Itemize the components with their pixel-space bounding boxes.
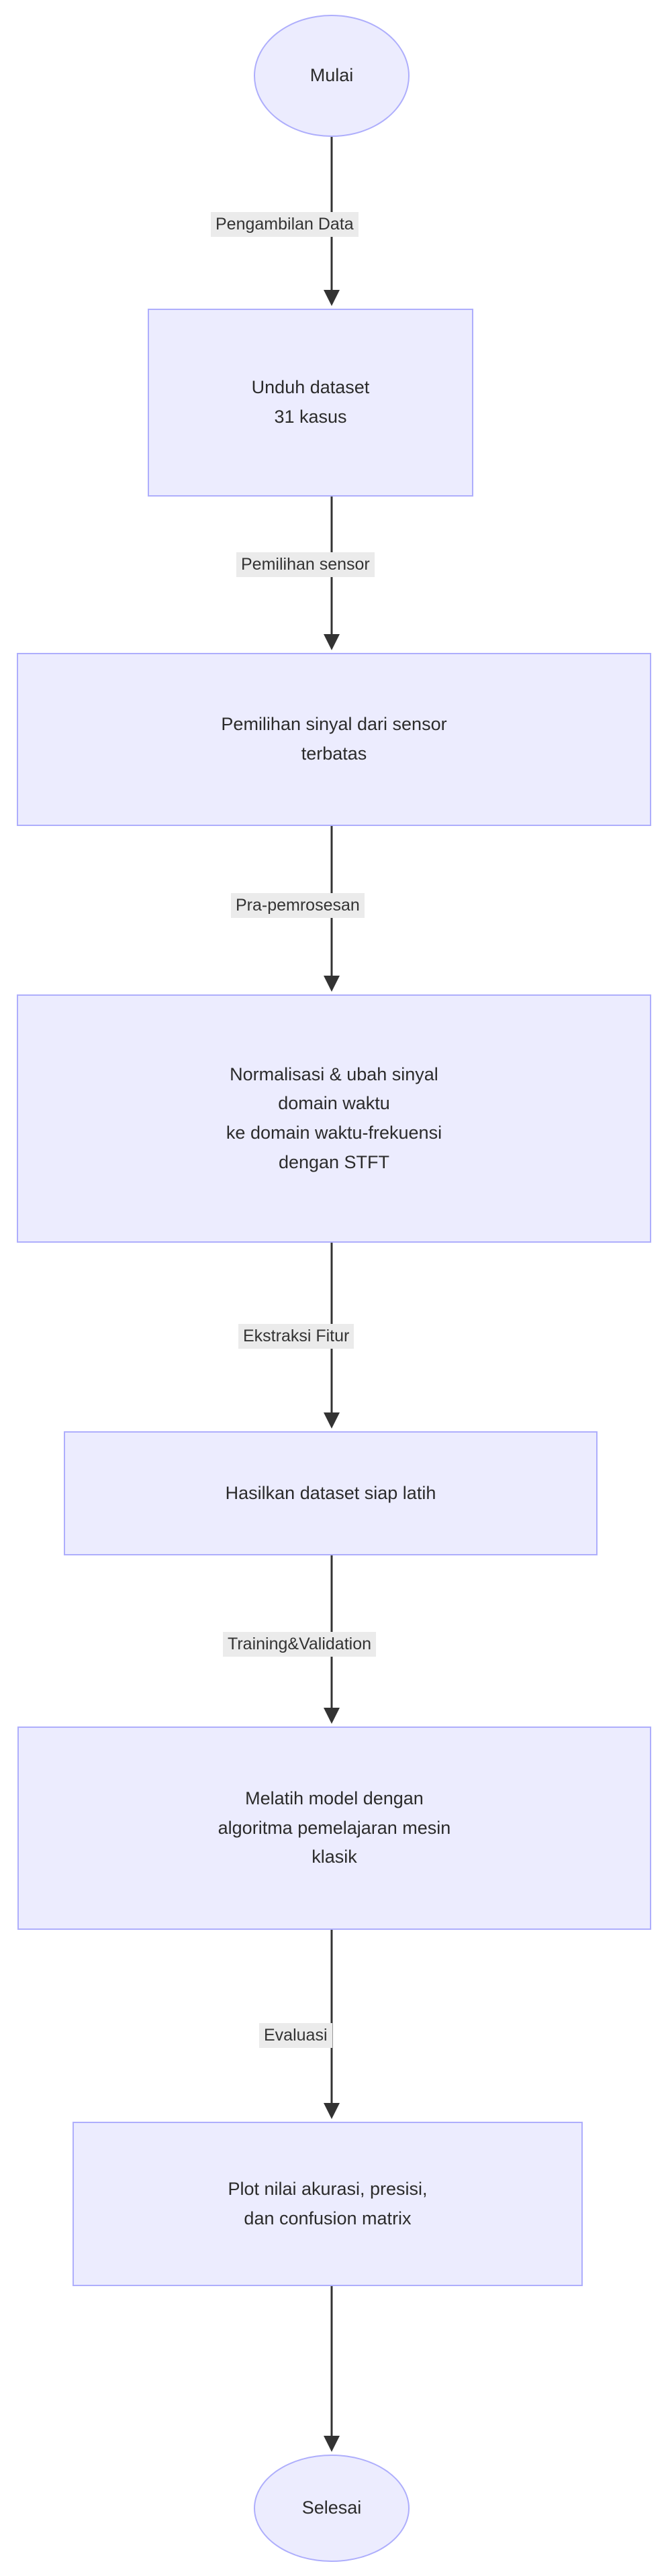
node-normalisasi-stft[interactable]: Normalisasi & ubah sinyal domain waktu k…: [17, 994, 651, 1243]
edge-label-ekstraksi-fitur: Ekstraksi Fitur: [238, 1324, 354, 1349]
edge-label-pemilihan-sensor: Pemilihan sensor: [236, 552, 375, 577]
node-normalisasi-stft-label: Normalisasi & ubah sinyal domain waktu k…: [226, 1064, 442, 1172]
edge-label-evaluasi: Evaluasi: [259, 2023, 332, 2048]
node-end-label: Selesai: [301, 2497, 362, 2518]
node-pemilihan-sinyal-label: Pemilihan sinyal dari sensor terbatas: [221, 714, 447, 764]
node-end[interactable]: Selesai: [254, 2455, 410, 2562]
edge-label-pra-pemrosesan: Pra-pemrosesan: [231, 893, 365, 918]
node-unduh-dataset-label: Unduh dataset 31 kasus: [251, 377, 370, 427]
node-melatih-model-label: Melatih model dengan algoritma pemelajar…: [218, 1788, 451, 1867]
node-plot-evaluasi-label: Plot nilai akurasi, presisi, dan confusi…: [228, 2178, 428, 2228]
edge-label-pengambilan-data: Pengambilan Data: [211, 212, 359, 237]
node-plot-evaluasi[interactable]: Plot nilai akurasi, presisi, dan confusi…: [73, 2122, 583, 2286]
node-unduh-dataset[interactable]: Unduh dataset 31 kasus: [148, 309, 473, 497]
edge-label-training-validation: Training&Validation: [223, 1632, 377, 1657]
node-start[interactable]: Mulai: [254, 15, 410, 137]
node-start-label: Mulai: [310, 65, 354, 86]
node-melatih-model[interactable]: Melatih model dengan algoritma pemelajar…: [17, 1727, 651, 1930]
node-pemilihan-sinyal[interactable]: Pemilihan sinyal dari sensor terbatas: [17, 653, 651, 826]
node-hasilkan-dataset[interactable]: Hasilkan dataset siap latih: [64, 1431, 598, 1555]
node-hasilkan-dataset-label: Hasilkan dataset siap latih: [225, 1482, 436, 1503]
